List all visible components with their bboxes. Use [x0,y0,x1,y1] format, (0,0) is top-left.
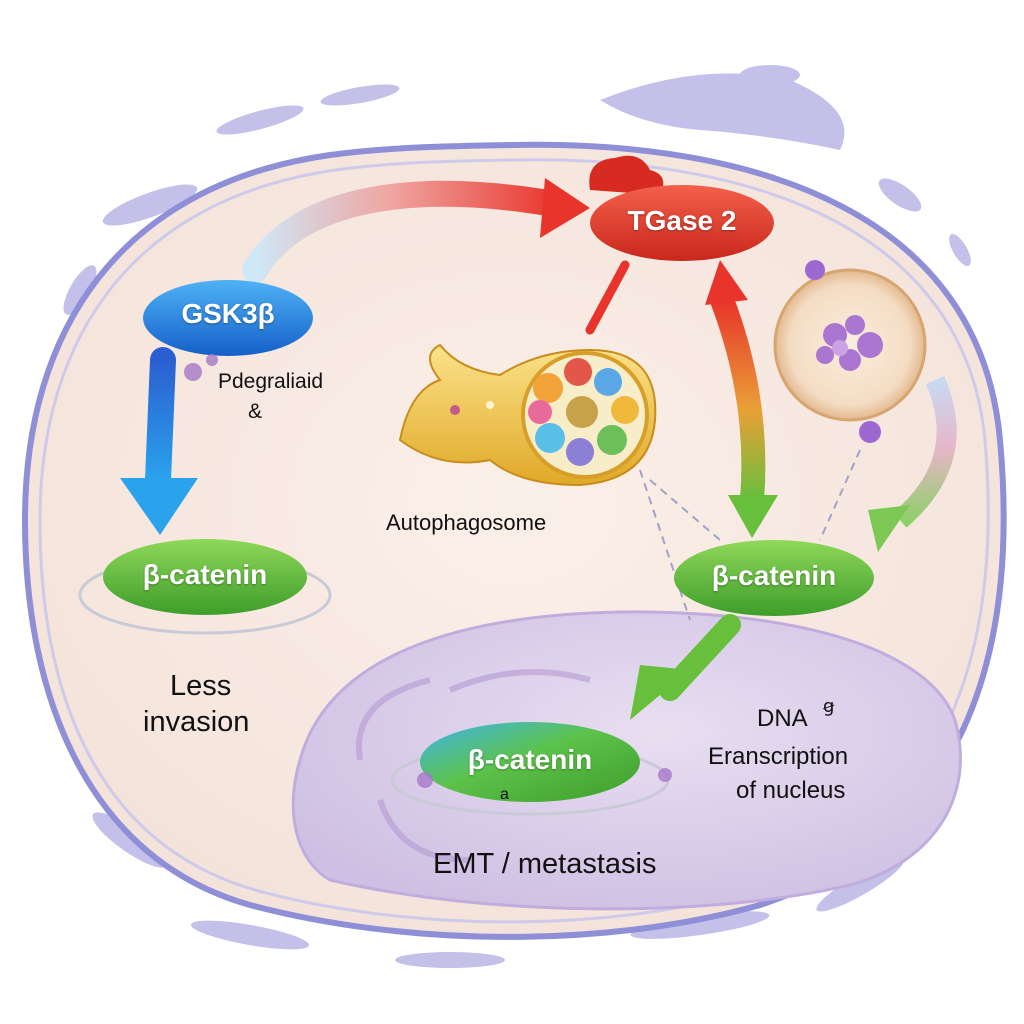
emt-metastasis-label: EMT / metastasis [433,848,657,880]
degradation-ampersand: & [248,400,263,423]
arrow-tgase2-catenin [710,295,766,501]
transcription-line2: of nucleus [736,777,846,804]
catenin-nucleus-label: β-catenin [467,744,593,775]
nucleus-mark: a [500,786,509,803]
less-invasion-line2: invasion [143,706,250,738]
autophagosome-label: Autophagosome [386,510,547,535]
tgase2-label: TGase 2 [627,205,737,236]
less-invasion-line1: Less [170,670,232,702]
catenin-right-node [674,540,874,616]
arrow-gsk3b-to-catenin [145,347,176,493]
gsk3b-label: GSK3β [181,298,275,329]
arrow-vesicle-to-catenin [893,375,957,528]
arrow-to-nucleus [659,614,741,701]
catenin-left-node [103,539,307,615]
gsk3b-node [143,280,313,356]
vesicle-illustration [773,260,927,443]
dna-label: DNA [757,705,808,732]
dna-mark: ꞡ [823,696,835,716]
degradation-label: Pdegraliaid [218,370,324,393]
catenin-nucleus-node [420,722,640,802]
arrow-to-tgase2 [242,180,573,283]
tgase2-node [590,185,774,261]
transcription-line1: Eranscription [708,743,849,770]
catenin-left-label: β-catenin [142,559,268,590]
catenin-right-label: β-catenin [711,560,837,591]
autophagosome-illustration [398,343,657,487]
